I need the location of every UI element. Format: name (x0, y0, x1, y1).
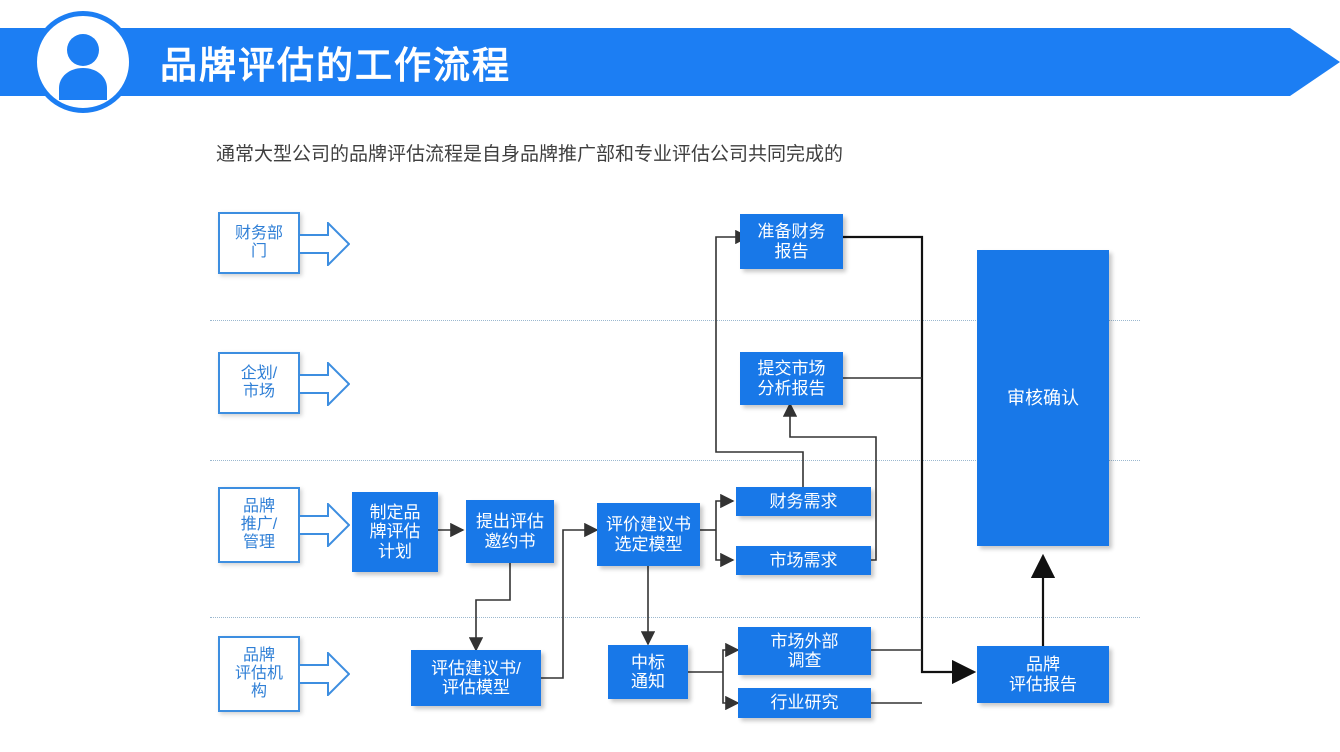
edge-bid-to-research (722, 672, 740, 711)
node-make-brand-plan[interactable]: 制定品牌评估计划 (352, 492, 438, 572)
lane-label-finance: 财务部门 (218, 212, 300, 274)
lane-arrow-finance (298, 222, 350, 266)
node-submit-market-analysis[interactable]: 提交市场分析报告 (740, 352, 843, 405)
lane-arrow-brand (298, 503, 350, 547)
lane-label-planning: 企划/市场 (218, 352, 300, 414)
edge-invitation-to-proposal (468, 563, 511, 652)
edge-financial-report-down (843, 235, 977, 685)
node-evaluate-proposal-model[interactable]: 评价建议书选定模型 (597, 503, 700, 566)
node-industry-research[interactable]: 行业研究 (738, 688, 871, 718)
node-review-confirm[interactable]: 审核确认 (977, 250, 1109, 546)
node-bid-notice[interactable]: 中标通知 (608, 645, 688, 699)
node-brand-evaluation-report[interactable]: 品牌评估报告 (977, 646, 1109, 703)
edge-evaluate-to-financial-req (715, 493, 735, 530)
edge-bid-to-survey (722, 642, 740, 672)
lane-separator-1 (210, 320, 1140, 321)
node-prepare-financial-report[interactable]: 准备财务报告 (740, 214, 843, 269)
lane-arrow-appraiser (298, 652, 350, 696)
node-issue-invitation[interactable]: 提出评估邀约书 (466, 500, 554, 563)
node-financial-requirement[interactable]: 财务需求 (736, 487, 871, 516)
lane-label-brand: 品牌推广/管理 (218, 487, 300, 563)
node-market-requirement[interactable]: 市场需求 (736, 546, 871, 575)
edge-market-req-to-analysis (782, 402, 877, 561)
node-proposal-and-model[interactable]: 评估建议书/评估模型 (411, 650, 541, 706)
lane-separator-3 (210, 617, 1140, 618)
lane-separator-2 (210, 460, 1140, 461)
lane-arrow-planning (298, 362, 350, 406)
lane-label-appraiser: 品牌评估机构 (218, 636, 300, 712)
person-avatar-icon (32, 11, 134, 113)
subtitle-text: 通常大型公司的品牌评估流程是自身品牌推广部和专业评估公司共同完成的 (216, 144, 844, 165)
banner-background (0, 28, 1340, 96)
node-external-market-survey[interactable]: 市场外部调查 (738, 627, 871, 675)
header-banner: 品牌评估的工作流程 (0, 11, 1340, 113)
edge-evaluate-to-market-req (715, 530, 735, 568)
page-title: 品牌评估的工作流程 (160, 45, 511, 86)
